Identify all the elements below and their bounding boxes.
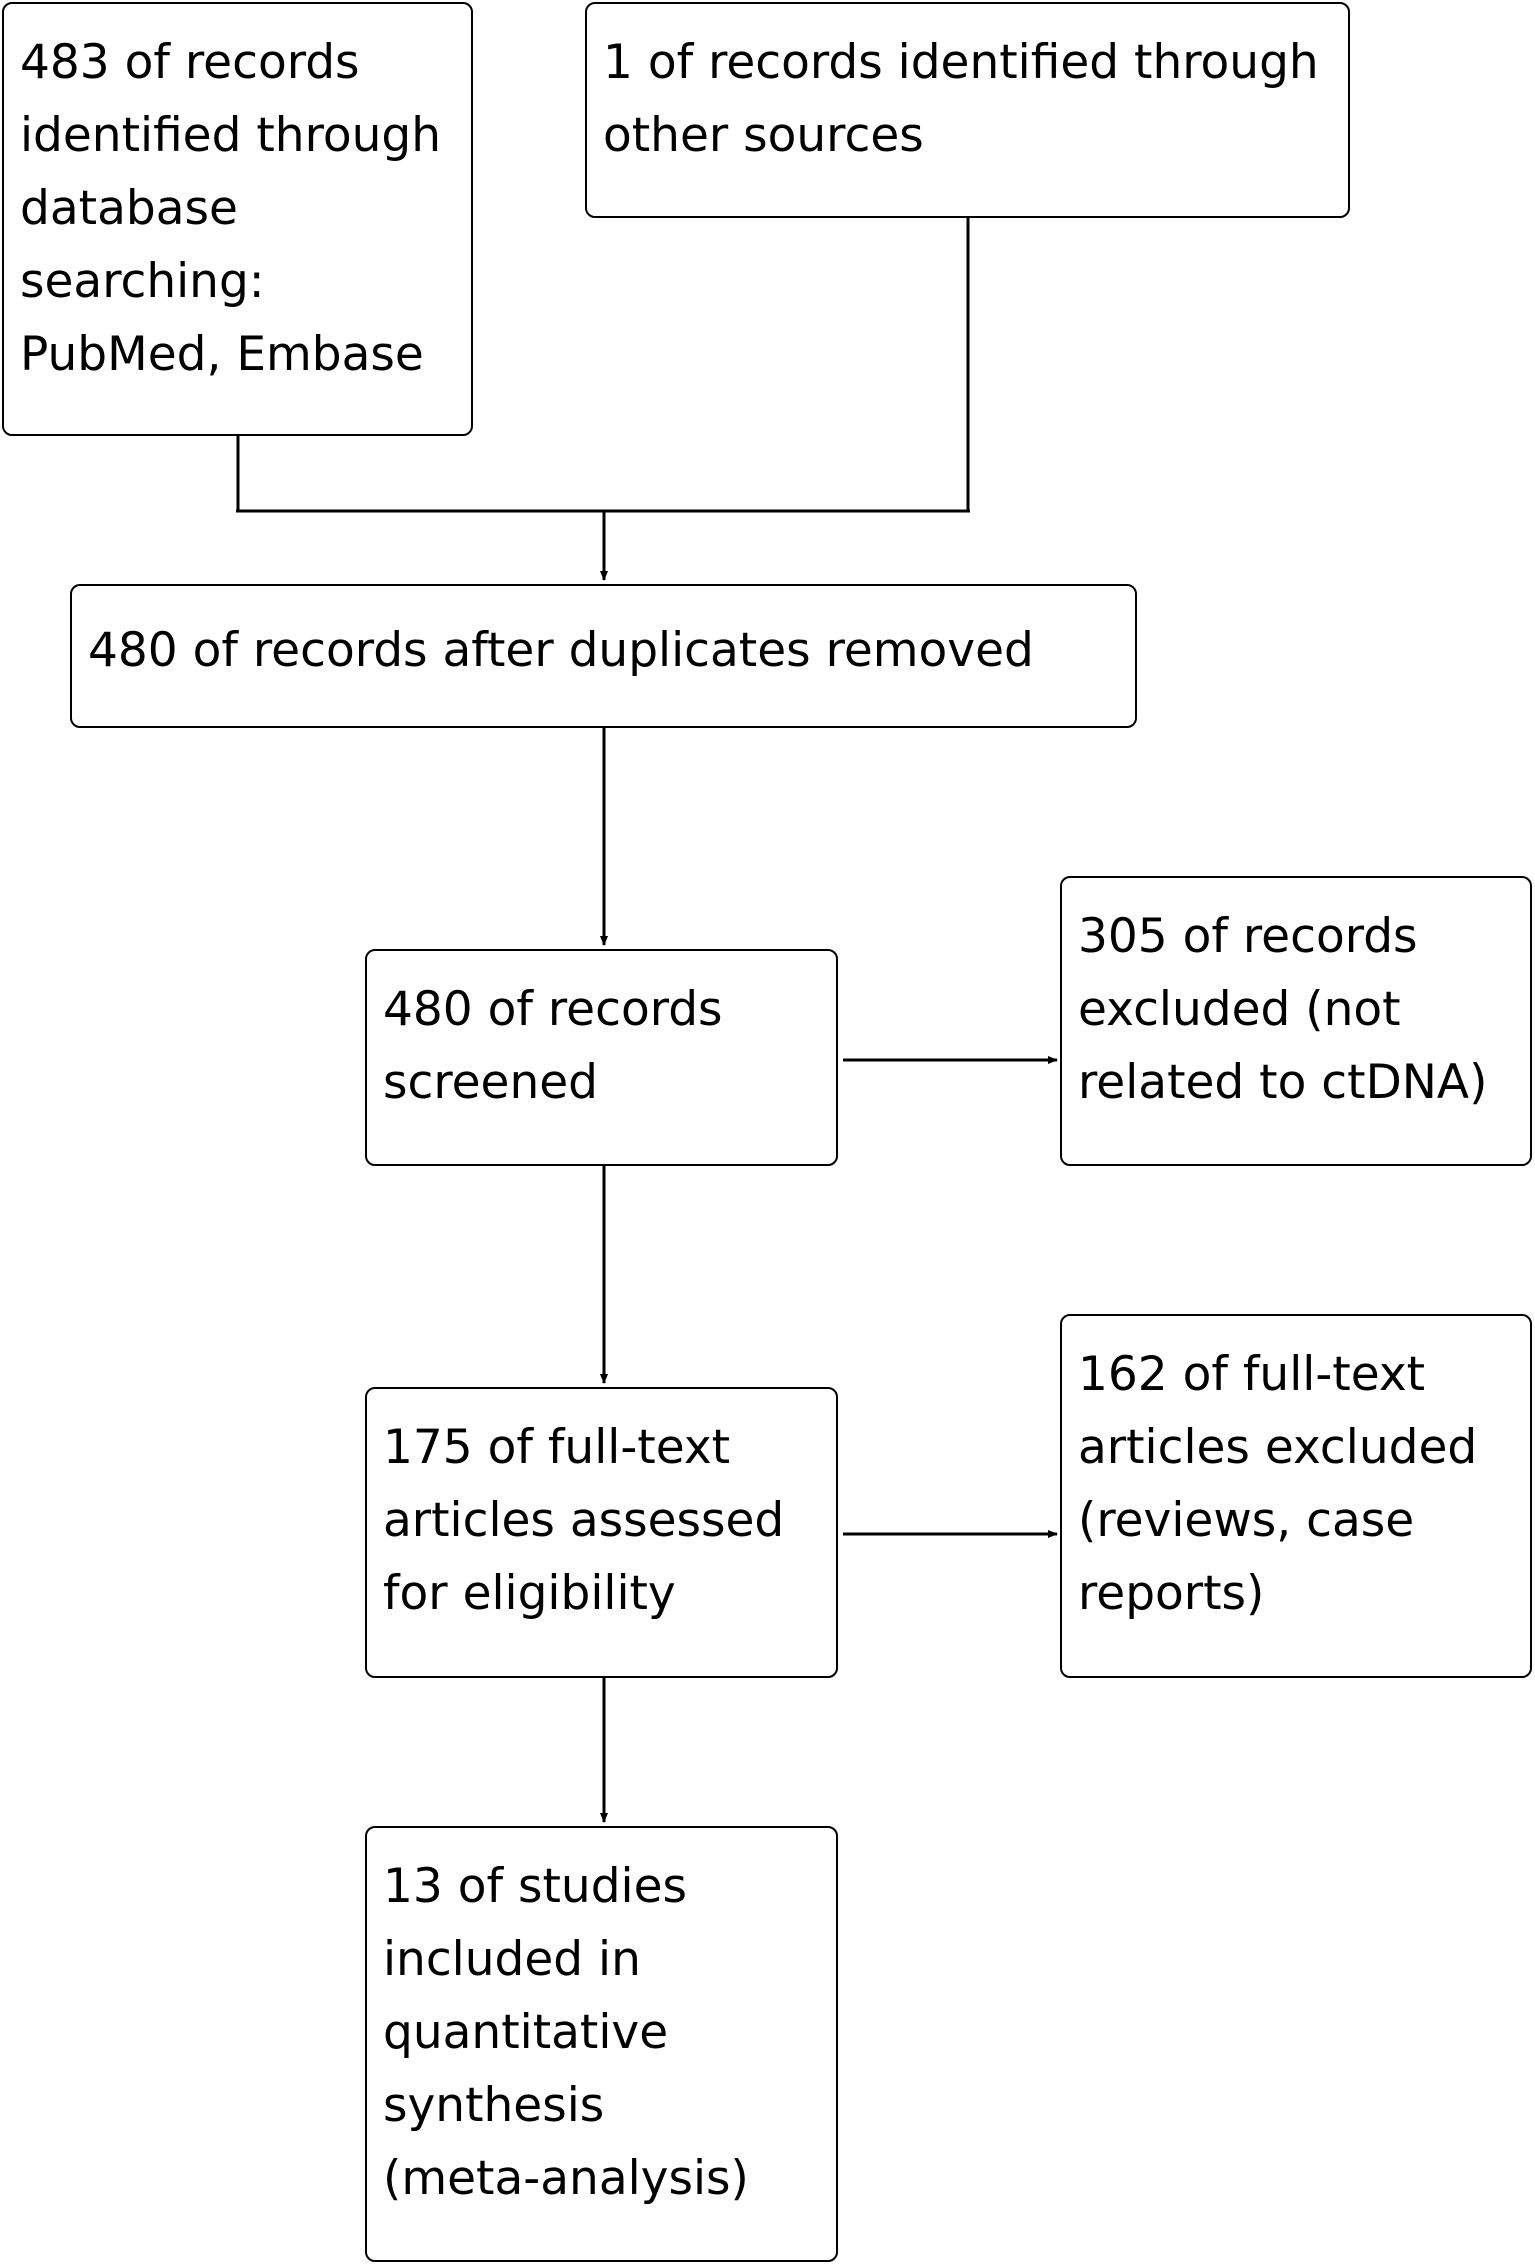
fulltext-assessed-box: 175 of full-text articles assessed for e… <box>365 1387 838 1678</box>
included-studies-box: 13 of studies included in quantitative s… <box>365 1826 838 2262</box>
after-duplicates-box: 480 of records after duplicates removed <box>70 584 1137 728</box>
screened-box: 480 of records screened <box>365 949 838 1166</box>
other-sources-box: 1 of records identified through other so… <box>585 2 1350 218</box>
database-records-box: 483 of records identified through databa… <box>2 2 473 436</box>
fulltext-excluded-box: 162 of full-text articles excluded (revi… <box>1060 1314 1532 1678</box>
excluded-records-box: 305 of records excluded (not related to … <box>1060 876 1532 1166</box>
